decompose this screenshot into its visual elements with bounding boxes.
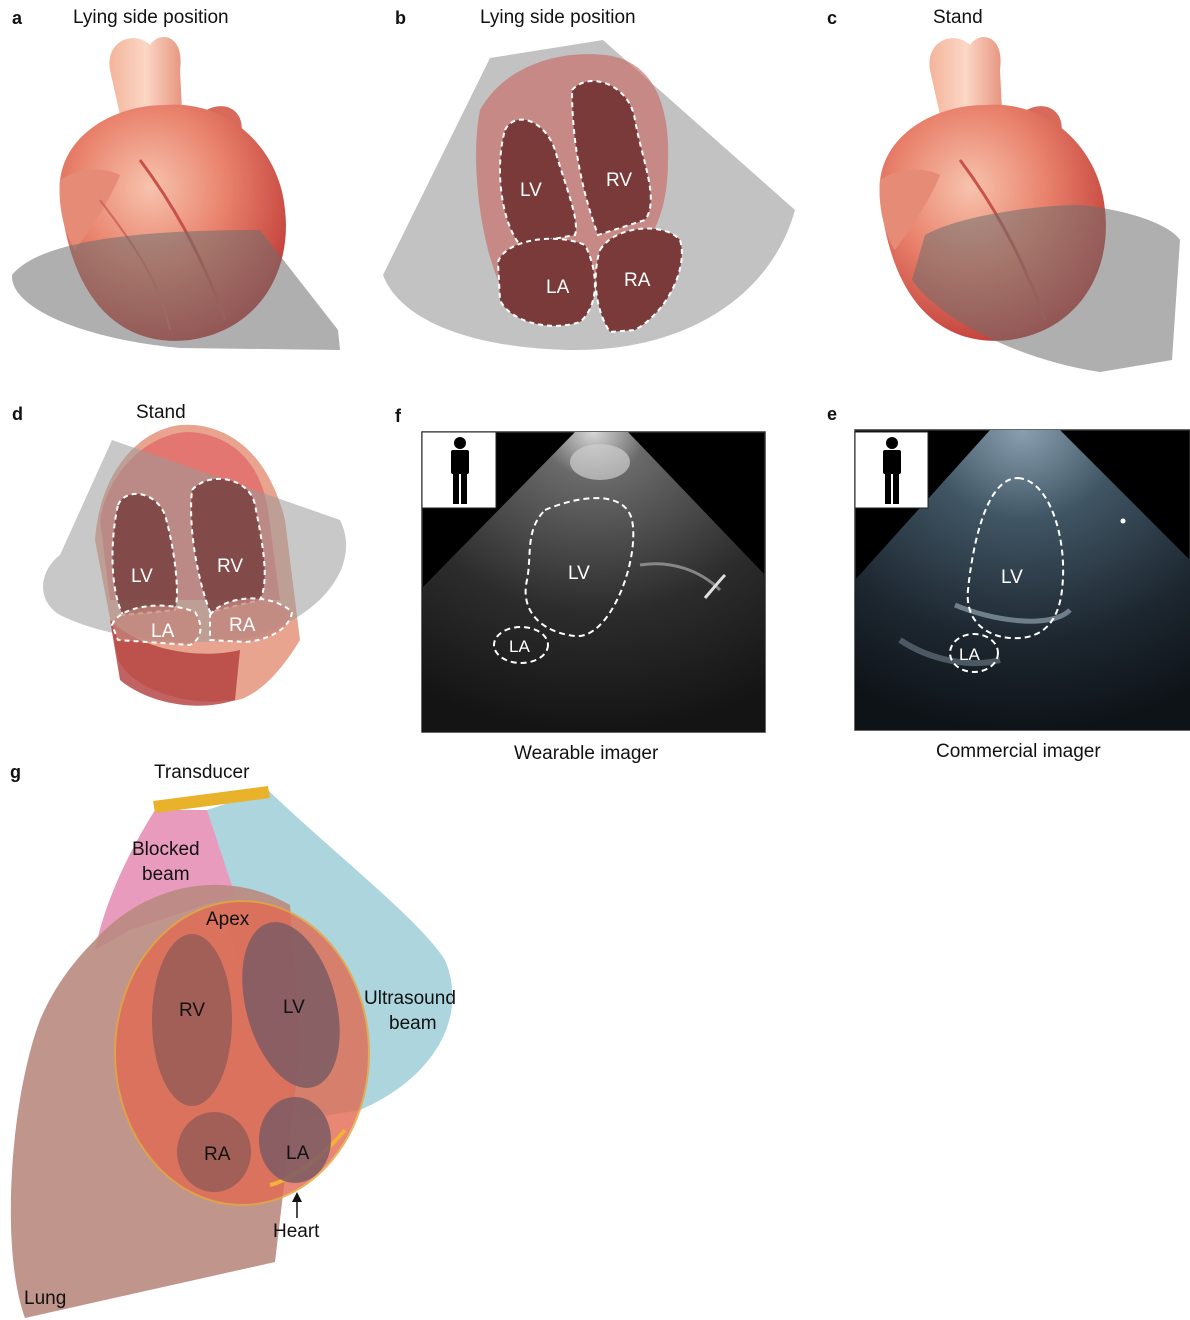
panel-d-lv-label: LV [131,566,153,587]
blocked-beam-label-1: Blocked [132,839,200,860]
panel-d-rv-label: RV [217,556,243,577]
lung-label: Lung [24,1288,66,1309]
ultrasound-beam-label-1: Ultrasound [364,988,456,1009]
g-lv-label: LV [283,997,305,1018]
panel-d-la-label: LA [151,621,175,642]
panel-b-la-label: LA [546,277,570,298]
g-ra-label: RA [204,1144,231,1165]
heart-arrow [292,1192,302,1202]
panel-d-ra-label: RA [229,615,256,636]
la-chamber [259,1097,331,1183]
blocked-beam-label-2: beam [142,864,190,885]
commercial-la-label: LA [959,645,980,664]
commercial-lv-label: LV [1001,567,1023,588]
panel-a-imaging-plane [12,230,340,350]
aorta-shape [109,37,182,115]
wearable-lv-label: LV [568,563,590,584]
wearable-la-label: LA [509,637,530,656]
panel-b-ra-label: RA [624,270,651,291]
wearable-ultrasound-image: LV LA [422,432,765,732]
commercial-ultrasound-image: LV LA [855,430,1190,730]
ultrasound-beam-label-2: beam [389,1013,437,1034]
apex-label: Apex [206,909,250,930]
g-la-label: LA [286,1143,310,1164]
panel-c-imaging-plane [912,205,1180,372]
panel-b-lv-label: LV [520,180,542,201]
transducer-label: Transducer [154,762,250,783]
g-rv-label: RV [179,1000,205,1021]
panel-b-rv-label: RV [606,170,632,191]
heart-label: Heart [273,1221,320,1242]
panel-g-schematic [11,786,453,1318]
